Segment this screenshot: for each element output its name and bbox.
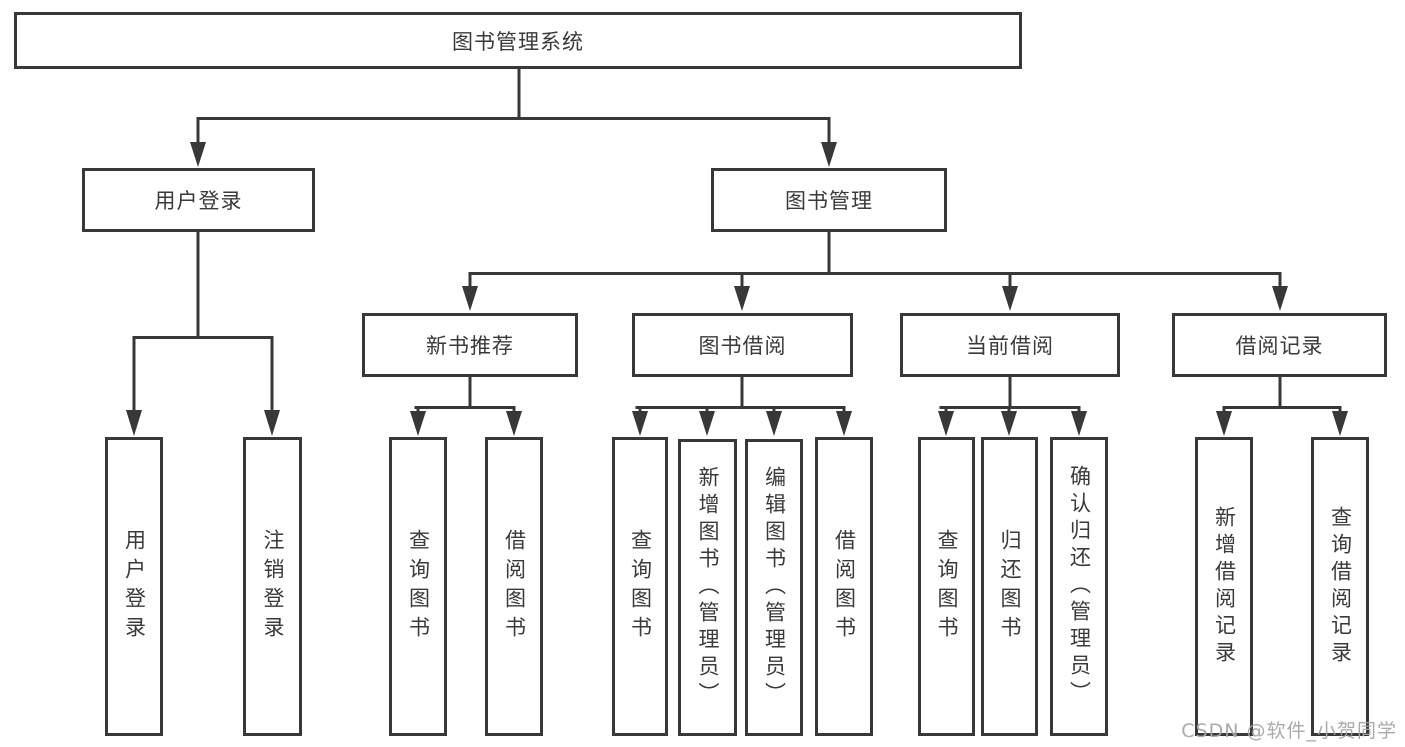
- leaf-br-query-record-label: 查询借阅记录: [1328, 505, 1353, 668]
- node-root-label: 图书管理系统: [452, 29, 584, 54]
- leaf-cb-query-books: 查询图书: [918, 437, 975, 736]
- leaf-bb-query-books: 查询图书: [612, 437, 668, 736]
- leaf-cb-confirm-return-admin-label: 确认归还（管理员）: [1067, 465, 1092, 708]
- node-borrowing-records: 借阅记录: [1172, 313, 1387, 377]
- node-borrowing-records-label: 借阅记录: [1235, 334, 1324, 358]
- leaf-nb-query-books-label: 查询图书: [406, 528, 431, 645]
- node-new-book-recommend-label: 新书推荐: [426, 334, 514, 358]
- node-new-book-recommend: 新书推荐: [362, 313, 578, 377]
- node-current-borrowing: 当前借阅: [900, 313, 1120, 377]
- leaf-cb-return-books-label: 归还图书: [998, 528, 1022, 645]
- leaf-bb-add-books-admin: 新增图书（管理员）: [678, 439, 737, 736]
- leaf-logout: 注销登录: [243, 437, 302, 736]
- node-book-management: 图书管理: [711, 168, 947, 232]
- watermark: CSDN @软件_小贺同学: [1181, 720, 1397, 742]
- leaf-cb-confirm-return-admin: 确认归还（管理员）: [1050, 437, 1108, 736]
- leaf-br-add-record-label: 新增借阅记录: [1212, 505, 1237, 668]
- leaf-nb-query-books: 查询图书: [389, 437, 447, 736]
- leaf-br-query-record: 查询借阅记录: [1311, 437, 1369, 736]
- leaf-user-login-label: 用户登录: [122, 528, 147, 645]
- leaf-cb-query-books-label: 查询图书: [935, 528, 959, 645]
- node-current-borrowing-label: 当前借阅: [966, 334, 1054, 358]
- leaf-bb-add-books-admin-label: 新增图书（管理员）: [696, 466, 720, 709]
- node-user-login: 用户登录: [82, 168, 315, 232]
- leaf-logout-label: 注销登录: [261, 528, 285, 645]
- leaf-cb-return-books: 归还图书: [981, 437, 1038, 736]
- leaf-br-add-record: 新增借阅记录: [1195, 437, 1253, 736]
- node-user-login-label: 用户登录: [154, 189, 243, 213]
- leaf-bb-borrow-books: 借阅图书: [815, 437, 873, 736]
- leaf-nb-borrow-books-label: 借阅图书: [502, 528, 527, 645]
- leaf-nb-borrow-books: 借阅图书: [485, 437, 543, 736]
- node-book-management-label: 图书管理: [785, 189, 873, 213]
- leaf-bb-borrow-books-label: 借阅图书: [832, 528, 857, 645]
- leaf-bb-edit-books-admin: 编辑图书（管理员）: [745, 439, 803, 736]
- leaf-bb-edit-books-admin-label: 编辑图书（管理员）: [762, 466, 787, 709]
- node-root: 图书管理系统: [14, 12, 1022, 69]
- node-book-borrowing: 图书借阅: [632, 313, 853, 377]
- leaf-user-login: 用户登录: [105, 437, 163, 736]
- node-book-borrowing-label: 图书借阅: [698, 334, 787, 358]
- leaf-bb-query-books-label: 查询图书: [628, 528, 653, 645]
